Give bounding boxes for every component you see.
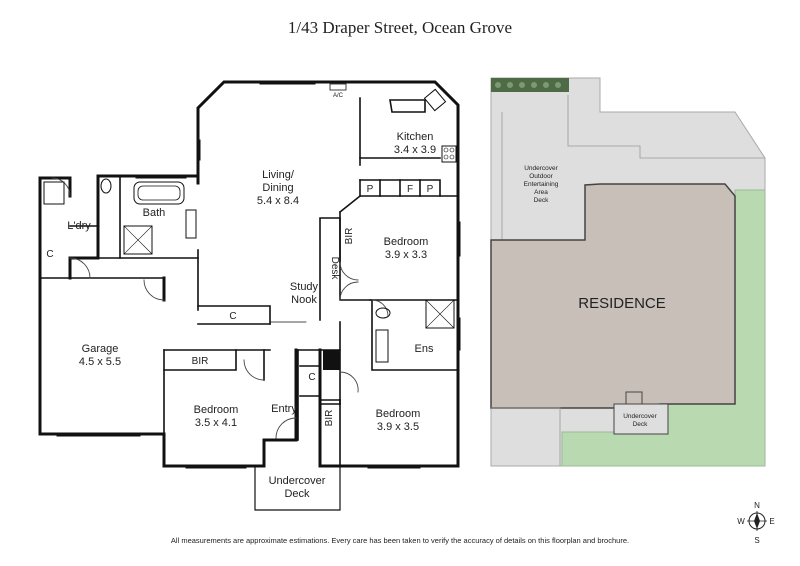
- bedroom-sw-label: Bedroom: [194, 404, 239, 416]
- deck-label-line1: Undercover: [269, 475, 326, 487]
- site-labels: Undercover Outdoor Entertaining Area Dec…: [524, 165, 666, 428]
- residence-label: RESIDENCE: [578, 295, 666, 312]
- door-swings: [51, 177, 389, 439]
- pantry-label-2: P: [427, 184, 434, 195]
- entry-label: Entry: [271, 403, 297, 415]
- outdoor-line2: Outdoor: [529, 173, 553, 180]
- ac-unit: [329, 83, 347, 91]
- disclaimer: All measurements are approximate estimat…: [170, 536, 630, 545]
- bedroom-se-label: Bedroom: [376, 408, 421, 420]
- ensuite-label: Ens: [415, 343, 434, 355]
- kitchen-size: 3.4 x 3.9: [394, 144, 436, 156]
- kitchen-label: Kitchen: [397, 131, 434, 143]
- undercover-deck-outline: [254, 465, 341, 511]
- study-label-line2: Nook: [291, 294, 317, 306]
- living-size: 5.4 x 8.4: [257, 195, 299, 207]
- shower: [123, 225, 153, 255]
- study-label-line1: Study: [290, 281, 319, 293]
- outdoor-line3: Entertaining: [524, 181, 559, 188]
- page-title: 1/43 Draper Street, Ocean Grove: [287, 18, 513, 37]
- outdoor-line4: Area: [534, 189, 548, 196]
- residence-footprint: [490, 183, 736, 409]
- entry-cupboard-label: C: [308, 372, 315, 383]
- garage-size: 4.5 x 5.5: [79, 356, 121, 368]
- compass: N S E W: [737, 501, 774, 545]
- pantry-label-1: P: [367, 184, 374, 195]
- laundry-cupboard-label: C: [46, 249, 53, 260]
- compass-e: E: [769, 517, 774, 526]
- site-plan: [490, 77, 766, 467]
- front-deck-line2: Deck: [633, 421, 649, 428]
- bath-label: Bath: [143, 207, 166, 219]
- column-block: [323, 350, 340, 370]
- laundry-label: L'dry: [67, 220, 91, 232]
- living-cupboard-label: C: [229, 311, 236, 322]
- compass-s: S: [754, 536, 759, 545]
- ac-label: A/C: [333, 93, 344, 99]
- bathtub: [133, 181, 185, 205]
- compass-n: N: [754, 501, 760, 510]
- bedroom-sw-size: 3.5 x 4.1: [195, 417, 237, 429]
- compass-w: W: [737, 517, 745, 526]
- living-label-line1: Living/: [262, 169, 295, 181]
- deck-label-line2: Deck: [284, 488, 310, 500]
- windows: [56, 80, 461, 469]
- washing-machine: [43, 181, 65, 205]
- outdoor-line1: Undercover: [524, 165, 558, 172]
- outdoor-line5: Deck: [534, 197, 550, 204]
- cooktop: [441, 145, 457, 163]
- bedroom-ne-size: 3.9 x 3.3: [385, 249, 427, 261]
- room-labels: Living/ Dining 5.4 x 8.4 Kitchen 3.4 x 3…: [46, 93, 436, 500]
- hedge: [491, 78, 569, 92]
- bir-sw-label: BIR: [192, 356, 209, 367]
- desk-label: Desk: [329, 257, 340, 281]
- living-label-line2: Dining: [262, 182, 293, 194]
- floor-plan: [38, 80, 461, 511]
- fridge-label: F: [407, 184, 413, 195]
- bedroom-ne-label: Bedroom: [384, 236, 429, 248]
- front-deck-line1: Undercover: [623, 413, 657, 420]
- arrows: [269, 321, 421, 371]
- garage-label: Garage: [82, 343, 119, 355]
- bedroom-se-size: 3.9 x 3.5: [377, 421, 419, 433]
- bir-ne-label: BIR: [344, 228, 355, 245]
- toilet: [100, 178, 112, 194]
- bir-se-label: BIR: [324, 410, 335, 427]
